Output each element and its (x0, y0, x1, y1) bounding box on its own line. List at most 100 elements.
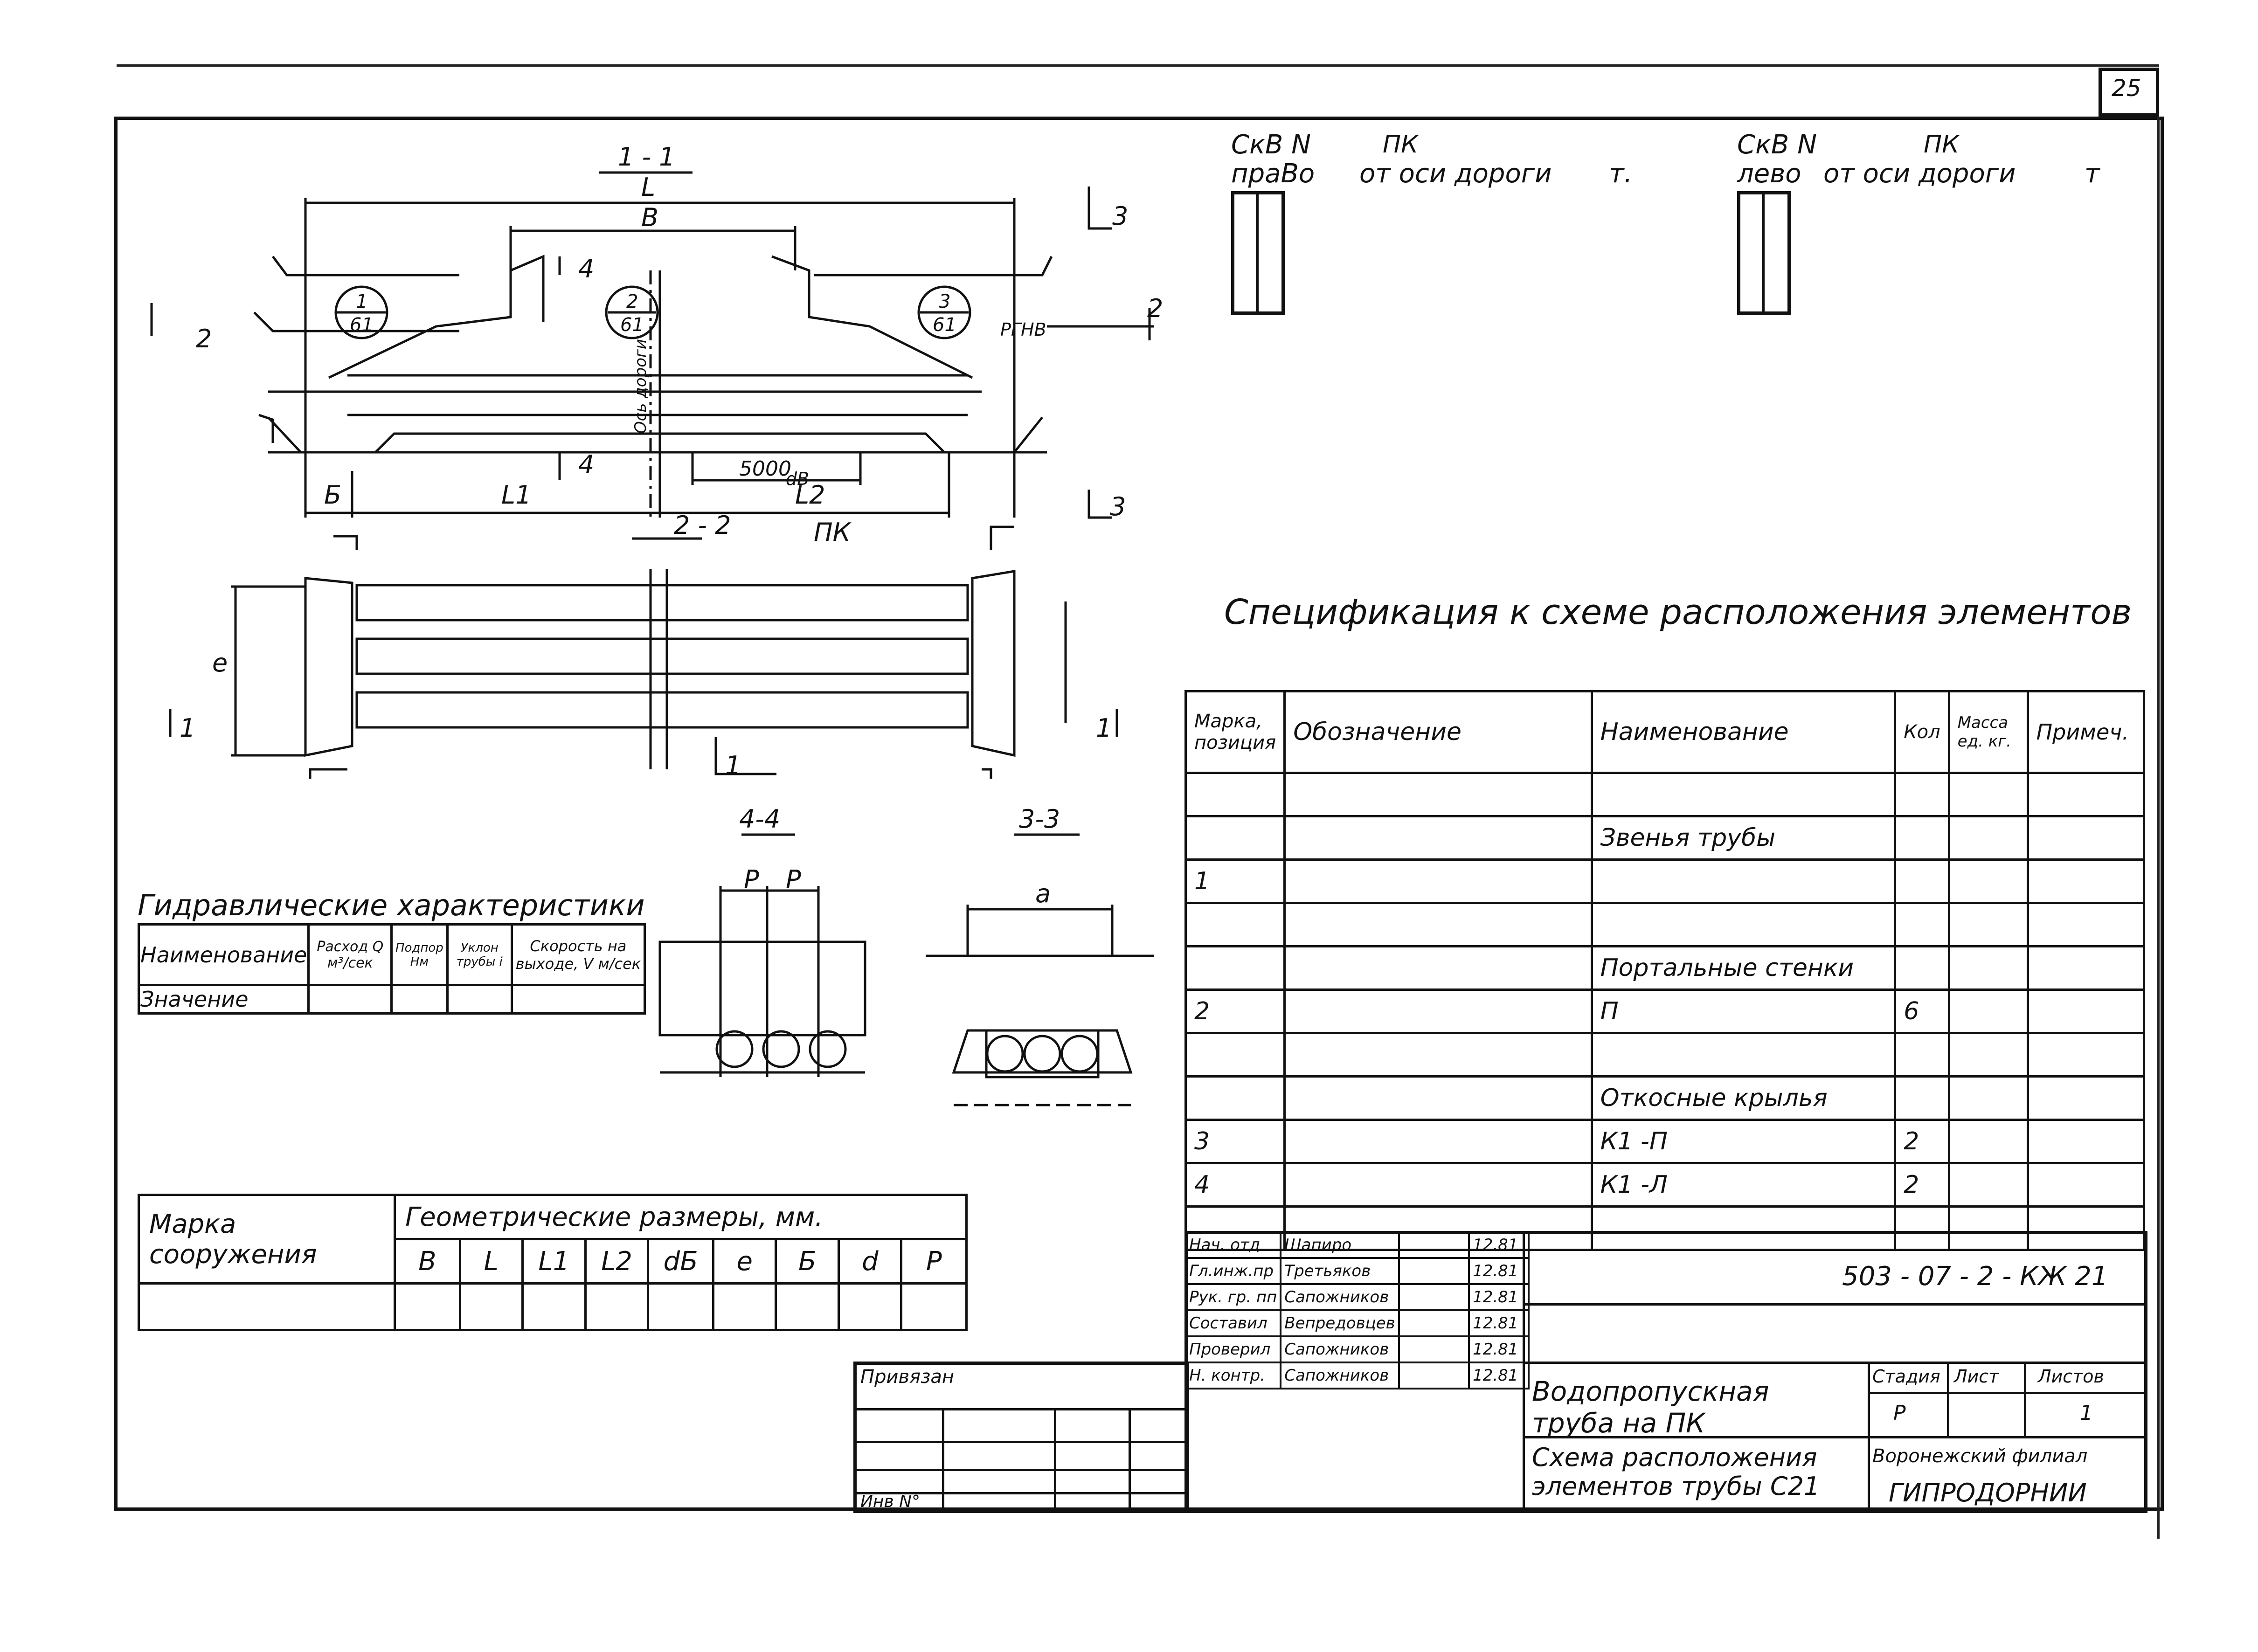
geo-col-dB: dБ (647, 1238, 714, 1285)
marker-3-top: 3 (1112, 201, 1128, 231)
geo-group-label: Геометрические размеры, мм. (394, 1194, 968, 1240)
marker-4-top: 4 (578, 254, 594, 283)
sheets-value: 1 (2080, 1401, 2093, 1425)
well-left-label: СкВ N (1737, 130, 1817, 160)
dim-b: Б (324, 480, 341, 510)
circle-2-top: 2 (626, 291, 638, 312)
org-line-1: Воронежский филиал (1872, 1445, 2088, 1467)
well-right-label: СкВ N (1231, 130, 1311, 160)
dim-B: В (641, 203, 658, 232)
spec-header-qty: Кол (1894, 690, 1950, 774)
well-left-box-line (1762, 191, 1765, 315)
well-right-m: т. (1609, 159, 1633, 189)
doc-code: 503 - 07 - 2 - КЖ 21 (1842, 1261, 2108, 1292)
geo-col-e: е (712, 1238, 777, 1285)
dim-p-2: Р (786, 865, 801, 894)
hyd-header-flow: Расход Q м³/сек (307, 923, 393, 986)
right-edge-line (2157, 117, 2160, 1539)
spec-title: Спецификация к схеме расположения элемен… (1224, 592, 2132, 632)
geo-col-b: Б (775, 1238, 840, 1285)
dim-5000: 5000 (739, 457, 791, 481)
marker-1-right: 1 (1096, 713, 1112, 743)
table-row: Откосные крылья (1184, 1075, 2146, 1121)
section-4-4-label: 4-4 (739, 804, 780, 834)
hyd-header-backwater: Подпор Нм (390, 923, 449, 986)
page-number: 25 (2112, 75, 2141, 102)
geo-col-d: d (837, 1238, 903, 1285)
marker-3-bot: 3 (1110, 492, 1126, 521)
stage-label: Стадия (1872, 1366, 1940, 1387)
level-rgv: РГНВ (1000, 319, 1046, 340)
table-row (1184, 1032, 2146, 1078)
geo-col-B: В (394, 1238, 461, 1285)
stage-value: Р (1893, 1401, 1906, 1425)
geo-col-L1: L1 (521, 1238, 587, 1285)
spec-header-note: Примеч. (2026, 690, 2146, 774)
title-line-1: Водопропускная труба на ПК (1532, 1376, 1769, 1439)
hydraulic-title: Гидравлические характеристики (138, 888, 645, 922)
marker-1-bottom: 1 (725, 751, 741, 780)
table-row: 1 (1184, 858, 2146, 904)
table-row (1184, 902, 2146, 947)
geo-col-p: Р (900, 1238, 968, 1285)
table-row: Портальные стенки (1184, 945, 2146, 991)
geo-mark-label: Марка сооружения (137, 1194, 396, 1285)
hyd-header-name: Наименование (137, 923, 310, 986)
circle-3-bot: 61 (933, 314, 956, 336)
marker-2-left: 2 (196, 324, 212, 353)
geometry-table: Марка сооружения Геометрические размеры,… (137, 1194, 968, 1331)
org-line-2: ГИПРОДОРНИИ (1889, 1478, 2087, 1507)
sheets-label: Листов (2038, 1366, 2104, 1387)
geo-col-L2: L2 (584, 1238, 650, 1285)
spec-header-mass: Масса ед. кг. (1947, 690, 2029, 774)
geo-col-L: L (458, 1238, 524, 1285)
well-left-axis: от оси дороги (1823, 159, 2016, 189)
circle-3-top: 3 (939, 291, 950, 312)
axis-label: Ось дороги (631, 339, 650, 434)
top-rule (117, 64, 2159, 67)
section-2-2-label: 2 - 2 (674, 511, 731, 540)
well-left-m: т (2085, 159, 2100, 189)
dim-a: а (1035, 879, 1051, 908)
section-drawings: 1 - 1 L В L1 L2 Б 5000 РГНВ ПК 2 - 2 4-4… (150, 142, 1163, 1106)
marker-2-right: 2 (1147, 294, 1163, 323)
attached-label: Привязан (860, 1366, 955, 1388)
dim-db: dВ (786, 469, 809, 489)
dim-L2: L2 (795, 480, 825, 510)
dim-e: е (212, 648, 228, 677)
dim-p-1: Р (744, 865, 759, 894)
page-number-box (2099, 68, 2159, 117)
spec-table: Марка, позиция Обозначение Наименование … (1184, 690, 2146, 1251)
title-line-2: Схема расположения элементов трубы С21 (1532, 1443, 1820, 1501)
pk-mark: ПК (814, 518, 852, 547)
marker-4-bot: 4 (578, 450, 594, 479)
drawing-frame (114, 117, 2164, 1511)
well-right-axis: от оси дороги (1359, 159, 1552, 189)
circle-1-bot: 61 (350, 314, 374, 336)
table-row: Звенья трубы (1184, 815, 2146, 861)
hyd-header-velocity: Скорость на выходе, V м/сек (510, 923, 646, 986)
dim-L1: L1 (501, 480, 531, 510)
well-left-pk: ПК (1924, 131, 1960, 159)
inv-label: Инв N° (860, 1492, 921, 1511)
hyd-header-slope: Уклон трубы i (446, 923, 513, 986)
table-row (1184, 772, 2146, 817)
well-right-pk: ПК (1383, 131, 1419, 159)
sheet-label: Лист (1954, 1366, 1999, 1387)
well-left-side: лево (1737, 159, 1801, 189)
section-3-3-label: 3-3 (1019, 804, 1060, 834)
spec-header-mark: Марка, позиция (1184, 690, 1286, 774)
section-1-1-label: 1 - 1 (618, 142, 675, 172)
well-right-side: праВо (1231, 159, 1315, 189)
dim-L: L (641, 173, 655, 202)
circle-2-bot: 61 (620, 314, 644, 336)
hydraulic-table: Наименование Расход Q м³/сек Подпор Нм У… (137, 923, 646, 1015)
well-right-box-line (1256, 191, 1259, 315)
marker-1-left: 1 (180, 713, 195, 743)
circle-1-top: 1 (356, 291, 367, 312)
spec-header-name: Наименование (1590, 690, 1897, 774)
